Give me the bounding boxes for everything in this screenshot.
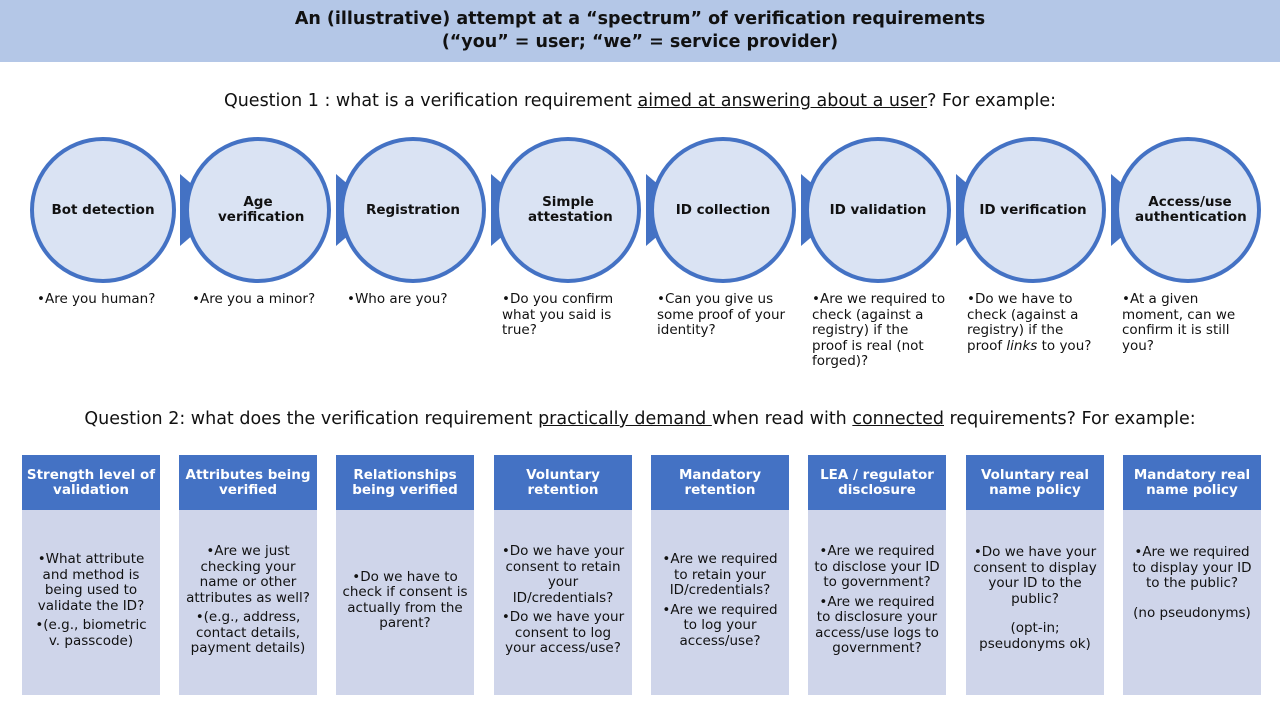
step-label-5: ID collection (675, 202, 771, 218)
question-2-underlined-2: connected (852, 409, 944, 429)
step-question-2: •Are you a minor? (192, 291, 316, 307)
column-2-item-2: •(e.g., address, contact details, paymen… (190, 609, 306, 657)
column-body-4: •Do we have your consent to retain your … (494, 510, 632, 695)
column-body-3: •Do we have to check if consent is actua… (336, 510, 474, 695)
question-2-middle: when read with (711, 409, 853, 429)
title-line-2: (“you” = user; “we” = service provider) (441, 32, 839, 52)
question-2-underlined-1: practically demand (538, 409, 712, 429)
step-circle-5 (650, 137, 796, 283)
column-6-item-2: •Are we required to disclosure your acce… (815, 593, 939, 656)
question-2-suffix: requirements? For example: (943, 409, 1196, 429)
step-label-3: Registration (365, 202, 461, 218)
step-question-6: •Are we required to check (against a reg… (812, 291, 946, 369)
column-2-item-1: •Are we just checking your name or other… (186, 543, 310, 606)
column-body-5: •Are we required to retain your ID/crede… (651, 510, 789, 695)
column-header-4: Voluntary retention (494, 455, 632, 510)
step-circle-1 (30, 137, 176, 283)
column-1-item-2: •(e.g., biometric v. passcode) (35, 617, 147, 649)
column-6-item-1: •Are we required to disclose your ID to … (814, 543, 940, 590)
question-1-suffix: ? For example: (927, 91, 1057, 111)
step-question-4: •Do you confirm what you said is true? (502, 291, 614, 338)
column-header-6: LEA / regulator disclosure (808, 455, 946, 510)
step-circle-4 (495, 137, 641, 283)
column-4-item-1: •Do we have your consent to retain your … (501, 543, 625, 606)
column-header-7: Voluntary real name policy (966, 455, 1104, 510)
step-question-3: •Who are you? (347, 291, 448, 307)
column-7-item-1: •Do we have your consent to display your… (973, 544, 1097, 607)
step-circle-2 (185, 137, 331, 283)
step-label-6: ID validation (829, 202, 927, 218)
column-7-item-2: (opt-in; pseudonyms ok) (979, 620, 1091, 652)
step-question-8: •At a given moment, can we confirm it is… (1122, 291, 1236, 354)
column-5-item-1: •Are we required to retain your ID/crede… (662, 551, 778, 598)
step-circle-7 (960, 137, 1106, 283)
question-1-underlined: aimed at answering about a user (637, 91, 928, 111)
step-question-7: •Do we have to check (against a registry… (967, 291, 1092, 354)
column-8-item-1: •Are we required to display your ID to t… (1132, 544, 1252, 591)
step-question-5: •Can you give us some proof of your iden… (657, 291, 786, 338)
step-label-7: ID verification (979, 202, 1087, 218)
question-1-prefix: Question 1 : what is a verification requ… (223, 91, 638, 111)
question-1: Question 1 : what is a verification requ… (0, 91, 1280, 111)
column-body-2: •Are we just checking your name or other… (179, 510, 317, 695)
column-body-1: •What attribute and method is being used… (22, 510, 160, 695)
verification-chain (30, 137, 1261, 283)
column-header-3: Relationships being verified (336, 455, 474, 510)
column-body-8: •Are we required to display your ID to t… (1123, 510, 1261, 695)
step-circle-8 (1115, 137, 1261, 283)
title-banner: An (illustrative) attempt at a “spectrum… (0, 0, 1280, 62)
column-8-item-2: (no pseudonyms) (1133, 604, 1251, 621)
question-2: Question 2: what does the verification r… (0, 409, 1280, 429)
step-question-1: •Are you human? (37, 291, 156, 307)
column-header-5: Mandatory retention (651, 455, 789, 510)
column-4-item-2: •Do we have your consent to log your acc… (501, 609, 625, 656)
step-circle-3 (340, 137, 486, 283)
step-label-8: Access/use authentication (1135, 194, 1247, 225)
column-body-7: •Do we have your consent to display your… (966, 510, 1104, 695)
column-5-item-2: •Are we required to log your access/use? (662, 601, 778, 649)
column-header-8: Mandatory real name policy (1123, 455, 1261, 510)
step-label-1: Bot detection (51, 202, 155, 218)
step-label-2: Age verification (218, 194, 305, 225)
column-1-item-1: •What attribute and method is being used… (37, 551, 145, 614)
column-header-1: Strength level of validation (22, 455, 160, 510)
step-label-4: Simple attestation (528, 194, 613, 225)
column-header-2: Attributes being verified (179, 455, 317, 510)
step-circle-6 (805, 137, 951, 283)
title-line-1: An (illustrative) attempt at a “spectrum… (294, 9, 986, 29)
column-body-6: •Are we required to disclose your ID to … (808, 510, 946, 695)
question-2-prefix: Question 2: what does the verification r… (84, 409, 539, 429)
column-3-item-1: •Do we have to check if consent is actua… (342, 568, 468, 631)
